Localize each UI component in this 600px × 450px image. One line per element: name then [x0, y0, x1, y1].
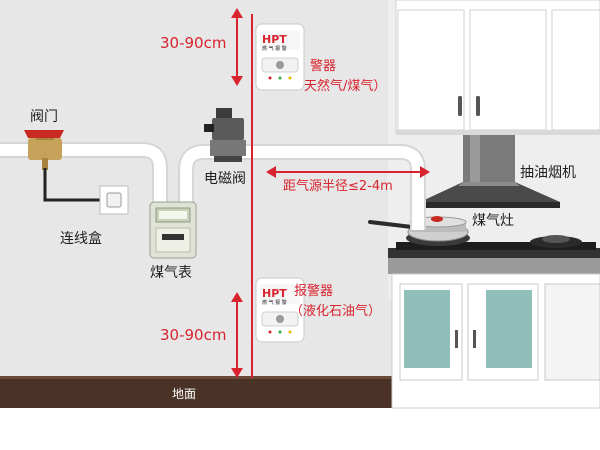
gas-meter-illustration	[149, 201, 197, 259]
floor-edge	[0, 376, 600, 379]
alarm-top-subtext: 燃 气 报 警	[262, 46, 287, 52]
valve-illustration	[24, 130, 64, 170]
alarm-bottom-label-2: （液化石油气）	[290, 304, 382, 319]
lower-cabinets	[388, 248, 600, 409]
height-top-label: 30-90cm	[160, 34, 227, 52]
range-hood-label: 抽油烟机	[520, 165, 576, 181]
junction-box-illustration	[99, 185, 129, 215]
red-measurement-lines	[231, 8, 430, 378]
gas-meter-label: 煤气表	[150, 265, 192, 281]
junction-box-label: 连线盒	[60, 231, 102, 247]
height-bottom-label: 30-90cm	[160, 326, 227, 344]
floor-label: 地面	[172, 387, 197, 401]
solenoid-valve-illustration	[204, 108, 246, 162]
gas-pipe	[0, 142, 426, 230]
upper-cabinets	[395, 0, 600, 135]
distance-label: 距气源半径≤2-4m	[283, 179, 393, 194]
range-hood-illustration	[420, 135, 560, 208]
gas-stove-label: 煤气灶	[472, 213, 514, 229]
alarm-bottom-subtext: 燃 气 报 警	[262, 300, 287, 306]
alarm-device-top	[255, 23, 305, 91]
valve-label: 阀门	[30, 109, 58, 125]
alarm-device-bottom	[255, 277, 305, 343]
alarm-top-label-1: 警器	[310, 59, 337, 74]
alarm-bottom-label-1: 报警器	[294, 284, 334, 299]
solenoid-valve-label: 电磁阀	[204, 171, 246, 187]
alarm-top-label-2: 天然气/煤气）	[304, 79, 387, 94]
wire	[43, 168, 104, 202]
alarm-top-brand: HPT	[262, 33, 287, 46]
alarm-bottom-brand: HPT	[262, 287, 287, 300]
